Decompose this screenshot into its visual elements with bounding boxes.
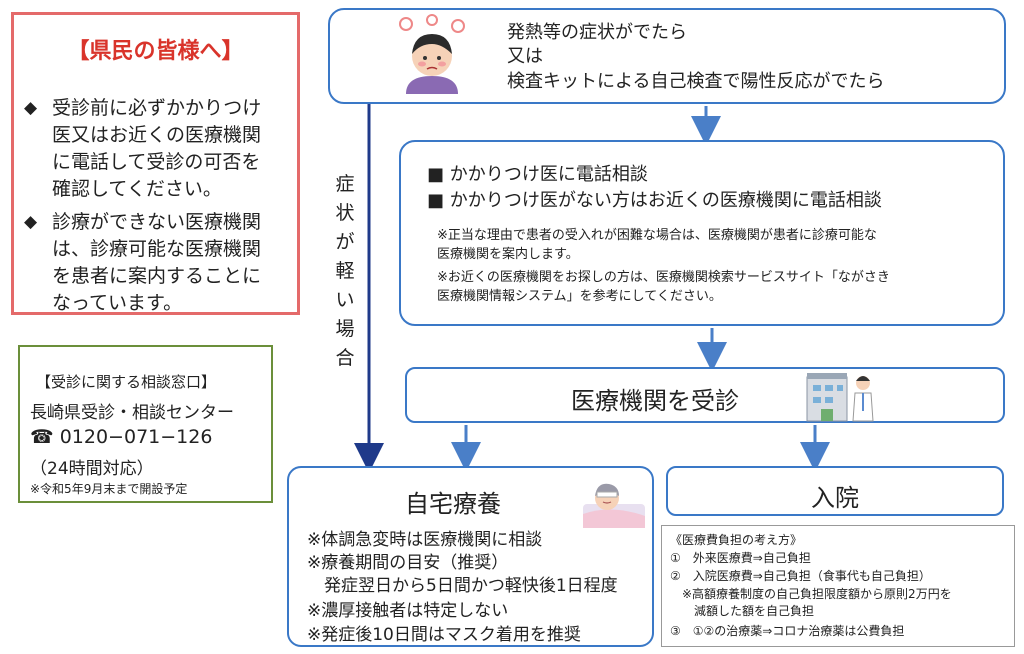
- mild-label-char: 軽: [335, 260, 355, 282]
- consult-step: ■ かかりつけ医がない方はお近くの医療機関に電話相談: [427, 190, 882, 211]
- visit-medical-institution-box: 医療機関を受診: [405, 367, 1005, 423]
- phone-consult-box: ■ かかりつけ医に電話相談 ■ かかりつけ医がない方はお近くの医療機関に電話相談…: [399, 140, 1005, 326]
- notice-bullet-2-line: を患者に案内することに: [52, 265, 262, 287]
- notice-bullet-2-line: は、診療可能な医療機関: [52, 238, 262, 260]
- consult-title: 【受診に関する相談窓口】: [36, 373, 217, 391]
- mild-label-char: が: [335, 231, 355, 253]
- mild-label-char: 状: [335, 202, 355, 224]
- cost-line: 減額した額を自己負担: [670, 604, 815, 618]
- consult-note: ※令和5年9月末まで開設予定: [30, 482, 188, 496]
- hospitalization-label: 入院: [811, 484, 859, 512]
- notice-bullet-1-line: に電話して受診の可否を: [52, 151, 261, 173]
- sick-person-icon: [399, 14, 465, 94]
- notice-bullet-2: ◆ 診療ができない医療機関 は、診療可能な医療機関 を患者に案内することに なっ…: [24, 209, 287, 317]
- home-guidance-line: ※発症後10日間はマスク着用を推奨: [307, 625, 581, 645]
- consult-phone-number[interactable]: ☎ 0120−071−126: [30, 426, 213, 448]
- symptom-onset-box: 発熱等の症状がでたら 又は 検査キットによる自己検査で陽性反応がでたら: [328, 8, 1006, 104]
- notice-bullet-1-line: 確認してください。: [52, 178, 222, 200]
- home-recuperation-box: 自宅療養 ※体調急変時は医療機関に相談 ※療養期間の目安（推奨） 発症翌日から5…: [287, 466, 654, 647]
- consult-note-line: 医療機関情報システム」を参考にしてください。: [437, 289, 722, 304]
- diamond-bullet-icon: ◆: [24, 98, 38, 118]
- resident-notice-box: 【県民の皆様へ】 ◆ 受診前に必ずかかりつけ 医又はお近くの医療機関 に電話して…: [11, 12, 300, 315]
- symptom-line: 発熱等の症状がでたら: [507, 22, 687, 43]
- notice-title: 【県民の皆様へ】: [67, 39, 244, 64]
- home-guidance-line: 発症翌日から5日間かつ軽快後1日程度: [307, 576, 618, 596]
- medical-cost-note-box: 《医療費負担の考え方》 ① 外来医療費⇒自己負担 ② 入院医療費⇒自己負担（食事…: [661, 525, 1015, 647]
- notice-bullet-1-line: 受診前に必ずかかりつけ: [52, 97, 262, 119]
- cost-line: 《医療費負担の考え方》: [670, 533, 803, 547]
- cost-line: ※高額療養制度の自己負担限度額から原則2万円を: [670, 587, 952, 601]
- hospitalization-box: 入院: [666, 466, 1004, 516]
- patient-in-bed-icon: [583, 483, 645, 528]
- cost-line: ③ ①②の治療薬⇒コロナ治療薬は公費負担: [670, 624, 905, 638]
- home-guidance-line: ※体調急変時は医療機関に相談: [307, 530, 543, 550]
- symptom-line: 検査キットによる自己検査で陽性反応がでたら: [507, 71, 885, 92]
- cost-line: ② 入院医療費⇒自己負担（食事代も自己負担）: [670, 569, 931, 583]
- notice-bullet-2-line: なっています。: [52, 292, 183, 314]
- home-guidance-line: ※濃厚接触者は特定しない: [307, 601, 509, 621]
- consult-note-line: 医療機関を案内します。: [437, 247, 579, 262]
- mild-label-char: 症: [335, 173, 355, 195]
- hospital-doctor-icon: [806, 373, 874, 422]
- mild-label-char: い: [335, 289, 355, 311]
- consult-center-name: 長崎県受診・相談センター: [30, 403, 234, 423]
- mild-symptoms-label: 症 状 が 軽 い 場 合: [330, 170, 360, 373]
- home-title: 自宅療養: [405, 490, 501, 518]
- notice-bullet-2-line: 診療ができない医療機関: [52, 211, 262, 233]
- visit-label: 医療機関を受診: [571, 387, 739, 415]
- symptom-line: 又は: [507, 46, 543, 67]
- consult-step: ■ かかりつけ医に電話相談: [427, 164, 648, 185]
- notice-bullet-1: ◆ 受診前に必ずかかりつけ 医又はお近くの医療機関 に電話して受診の可否を 確認…: [24, 95, 287, 203]
- consult-note-line: ※お近くの医療機関をお探しの方は、医療機関検索サービスサイト「ながさき: [437, 270, 890, 285]
- notice-bullet-1-line: 医又はお近くの医療機関: [52, 124, 262, 146]
- diamond-bullet-icon: ◆: [24, 212, 38, 232]
- consultation-contact-box: 【受診に関する相談窓口】 長崎県受診・相談センター ☎ 0120−071−126…: [18, 345, 273, 503]
- home-guidance-line: ※療養期間の目安（推奨）: [307, 553, 509, 573]
- mild-label-char: 合: [335, 347, 355, 369]
- mild-label-char: 場: [335, 318, 355, 340]
- consult-note-line: ※正当な理由で患者の受入れが困難な場合は、医療機関が患者に診療可能な: [437, 228, 877, 243]
- cost-line: ① 外来医療費⇒自己負担: [670, 551, 811, 565]
- consult-hours: （24時間対応）: [30, 459, 154, 479]
